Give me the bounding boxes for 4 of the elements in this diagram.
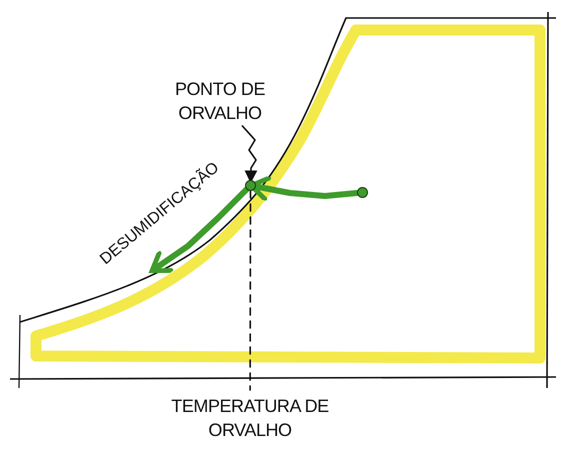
dashed-line: [249, 190, 252, 391]
point-label: TEMPERATURA DE ORVALHO: [165, 390, 335, 446]
process-arrow: [150, 186, 250, 274]
point-label: PONTO DE ORVALHO: [160, 76, 280, 126]
